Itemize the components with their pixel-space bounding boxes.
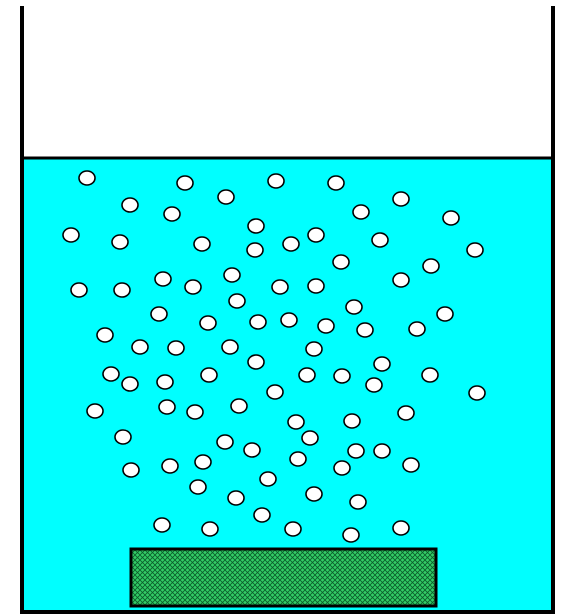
bubble [114, 283, 130, 297]
bubble [372, 233, 388, 247]
bubble [288, 415, 304, 429]
bubble [248, 355, 264, 369]
bubble [393, 521, 409, 535]
bubble [218, 190, 234, 204]
bubble [151, 307, 167, 321]
bubble [159, 400, 175, 414]
bubble [200, 316, 216, 330]
bubble [306, 487, 322, 501]
bubble [318, 319, 334, 333]
bubble [299, 368, 315, 382]
bubble [122, 198, 138, 212]
bubble [357, 323, 373, 337]
bubble [228, 491, 244, 505]
bubble [190, 480, 206, 494]
bubble [328, 176, 344, 190]
bubble [185, 280, 201, 294]
bubble [306, 342, 322, 356]
bubble [97, 328, 113, 342]
bubble [290, 452, 306, 466]
bubble [350, 495, 366, 509]
bubble [154, 518, 170, 532]
bubble [244, 443, 260, 457]
bubble [409, 322, 425, 336]
bubble [123, 463, 139, 477]
bubble [366, 378, 382, 392]
bubble [374, 444, 390, 458]
bubble [393, 192, 409, 206]
bubble [201, 368, 217, 382]
bubble [467, 243, 483, 257]
bubble [103, 367, 119, 381]
bubble [281, 313, 297, 327]
bubble [63, 228, 79, 242]
bubble [254, 508, 270, 522]
bubble [469, 386, 485, 400]
bubble [162, 459, 178, 473]
bubble [87, 404, 103, 418]
bubble [267, 385, 283, 399]
bubble [308, 228, 324, 242]
bubble [177, 176, 193, 190]
bubble [247, 243, 263, 257]
bubble [229, 294, 245, 308]
bubble [187, 405, 203, 419]
bubble [222, 340, 238, 354]
bubble [132, 340, 148, 354]
bubble [353, 205, 369, 219]
bubble [115, 430, 131, 444]
bubble [224, 268, 240, 282]
bubble [393, 273, 409, 287]
bubble [168, 341, 184, 355]
bubble [308, 279, 324, 293]
bubble [348, 444, 364, 458]
bubble [422, 368, 438, 382]
bubble [268, 174, 284, 188]
bubble [333, 255, 349, 269]
bubble [157, 375, 173, 389]
bubble [343, 528, 359, 542]
bubble [285, 522, 301, 536]
bubble [71, 283, 87, 297]
bubble [443, 211, 459, 225]
bubble [260, 472, 276, 486]
liquid [22, 158, 553, 612]
bubble [217, 435, 233, 449]
bubble [79, 171, 95, 185]
bubble [334, 461, 350, 475]
bubble [423, 259, 439, 273]
bubble [112, 235, 128, 249]
submerged-block [131, 549, 436, 606]
bubble [302, 431, 318, 445]
bubble [155, 272, 171, 286]
bubble [122, 377, 138, 391]
bubble [202, 522, 218, 536]
bubble [398, 406, 414, 420]
bubble [164, 207, 180, 221]
bubble [437, 307, 453, 321]
bubble [195, 455, 211, 469]
bubble [283, 237, 299, 251]
bubble [231, 399, 247, 413]
bubble [344, 414, 360, 428]
bubble [346, 300, 362, 314]
bubble [374, 357, 390, 371]
bubble [334, 369, 350, 383]
bubble [194, 237, 210, 251]
bubble [250, 315, 266, 329]
bubble [248, 219, 264, 233]
bubble [403, 458, 419, 472]
bubble [272, 280, 288, 294]
